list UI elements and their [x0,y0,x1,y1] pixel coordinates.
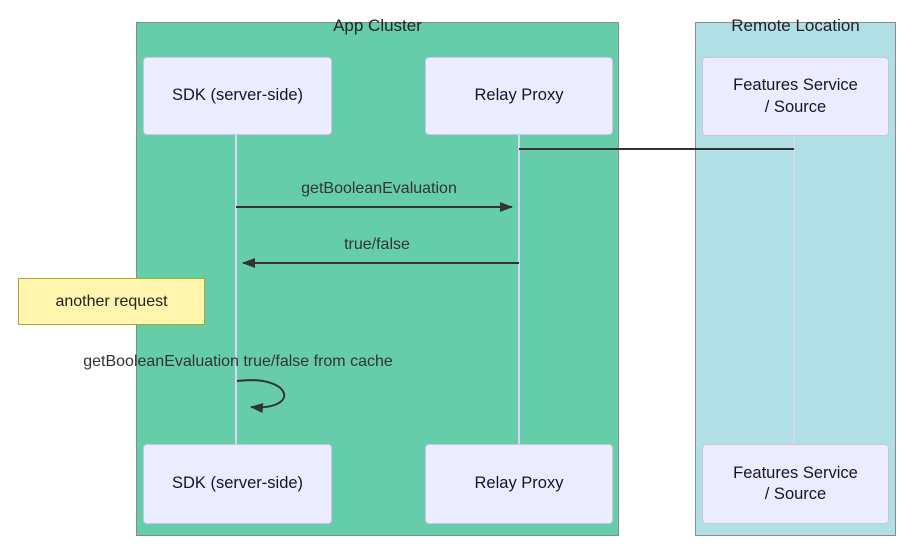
actor-sdk-server-side-bottom: SDK (server-side) [143,444,332,524]
actor-label: SDK (server-side) [171,474,304,493]
actor-label: SDK (server-side) [171,86,304,105]
actor-features-service-bottom: Features Service / Source [702,444,889,524]
actor-relay-proxy-top: Relay Proxy [425,57,613,135]
actor-label-line2: / Source [764,485,827,503]
actor-label: Relay Proxy [474,86,564,105]
note-another-request: another request [18,278,205,325]
note-label: another request [55,292,168,310]
actor-relay-proxy-bottom: Relay Proxy [425,444,613,524]
actor-label-line1: Features Service [733,76,858,95]
lifeline-relay-proxy [518,135,520,444]
actor-label: Relay Proxy [474,474,564,493]
cluster-remote-location-title: Remote Location [731,16,860,35]
actor-features-service-top: Features Service / Source [702,57,889,136]
message-label-get-boolean-evaluation: getBooleanEvaluation [301,180,457,197]
actor-label-line2: / Source [764,97,827,116]
message-label-true-false: true/false [344,236,410,253]
message-label-cache-self-call: getBooleanEvaluation true/false from cac… [83,353,393,370]
actor-sdk-server-side-top: SDK (server-side) [143,57,332,135]
lifeline-sdk [235,135,237,444]
lifeline-features-service [793,135,795,444]
actor-label-line1: Features Service [733,463,858,482]
cluster-app-title: App Cluster [333,16,422,35]
